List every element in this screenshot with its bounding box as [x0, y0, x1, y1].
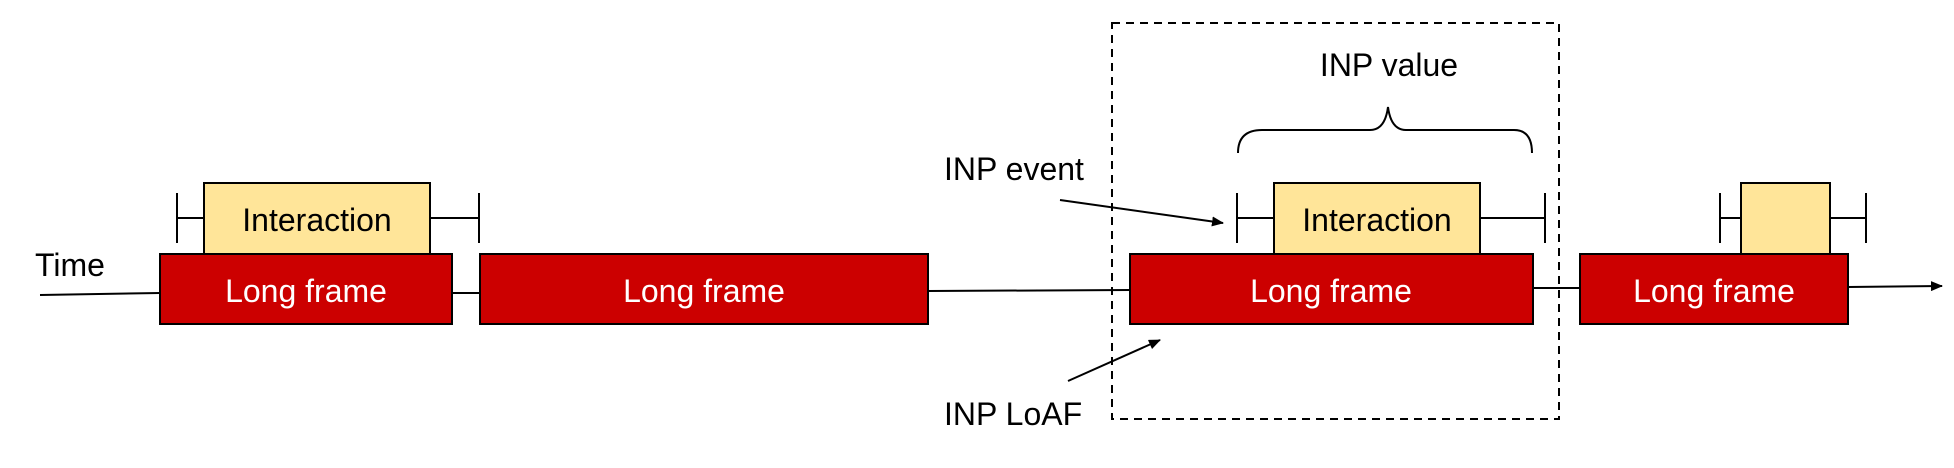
interaction-group: [1719, 182, 1867, 255]
interaction-label: Interaction: [242, 202, 391, 238]
long-frame-label: Long frame: [1633, 273, 1795, 309]
long-frame-label: Long frame: [1250, 273, 1412, 309]
long-frame: Long frame: [1129, 253, 1534, 325]
timeline-axis: [39, 292, 161, 296]
inp-value-brace: [1237, 106, 1533, 154]
long-frame-label: Long frame: [225, 273, 387, 309]
inp-event-arrow: [1059, 199, 1224, 227]
time-label: Time: [35, 247, 105, 283]
long-frame-label: Long frame: [623, 273, 785, 309]
interaction-group: Interaction: [1236, 182, 1546, 255]
interaction-box: [1740, 182, 1831, 255]
inp-value-label: INP value: [1320, 47, 1458, 83]
long-frame: Long frame: [479, 253, 929, 325]
long-frame: Long frame: [159, 253, 453, 325]
interaction-group: Interaction: [176, 182, 480, 255]
long-frame: Long frame: [1579, 253, 1849, 325]
interaction-label: Interaction: [1302, 202, 1451, 238]
timeline-connector: [927, 289, 1131, 292]
inp-loaf-label: INP LoAF: [944, 396, 1082, 432]
inp-highlight-box: [1111, 22, 1560, 420]
inp-event-label: INP event: [944, 151, 1084, 187]
interaction-box: [203, 182, 431, 255]
inp-loaf-arrow: [1067, 339, 1161, 382]
timeline-arrow: [1847, 281, 1943, 292]
